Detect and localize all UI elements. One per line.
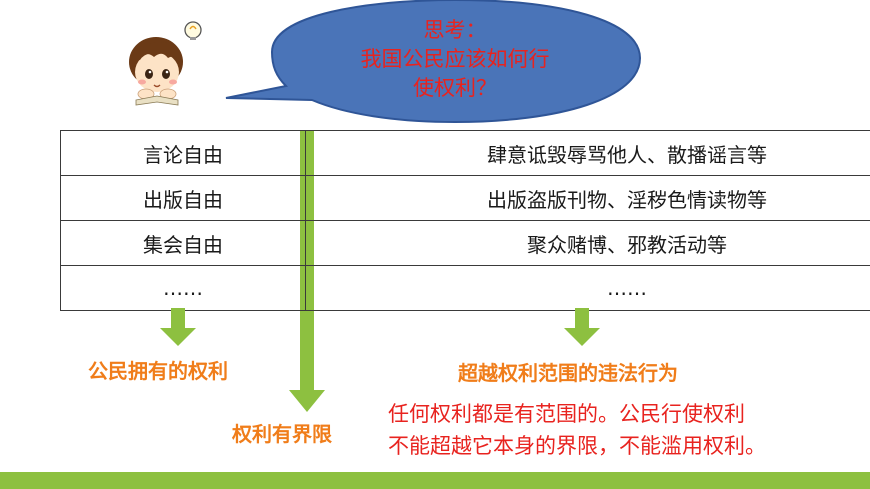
bubble-line-1: 思考： (423, 18, 487, 42)
violation-cell: 肆意诋毁辱骂他人、散播谣言等 (305, 130, 870, 176)
right-cell: 出版自由 (60, 175, 306, 221)
right-cell: 言论自由 (60, 130, 306, 176)
bubble-line-2: 我国公民应该如何行 (360, 47, 550, 71)
conclusion-text: 任何权利都是有范围的。公民行使权利 不能超越它本身的界限，不能滥用权利。 (388, 398, 766, 462)
violation-cell: …… (305, 265, 870, 311)
bubble-question: 思考： 我国公民应该如何行 使权利？ (300, 16, 610, 103)
table-row: 言论自由 肆意诋毁辱骂他人、散播谣言等 (60, 130, 870, 176)
violation-cell: 出版盗版刊物、淫秽色情读物等 (305, 175, 870, 221)
table-row: 集会自由 聚众赌博、邪教活动等 (60, 220, 870, 266)
right-cell: …… (60, 265, 306, 311)
right-cell: 集会自由 (60, 220, 306, 266)
arrow-down-icon (160, 308, 196, 346)
rights-limit-label: 权利有界限 (232, 422, 332, 446)
lightbulb-icon (184, 21, 202, 40)
table-row: …… …… (60, 265, 870, 311)
boy-thinking-icon (129, 21, 202, 106)
arrow-down-icon (289, 390, 325, 412)
bottom-band (0, 472, 870, 489)
conclusion-line-2: 不能超越它本身的界限，不能滥用权利。 (388, 434, 766, 458)
bubble-line-3: 使权利？ (413, 76, 497, 100)
rights-table: 言论自由 肆意诋毁辱骂他人、散播谣言等 出版自由 出版盗版刊物、淫秽色情读物等 … (60, 130, 870, 311)
table-row: 出版自由 出版盗版刊物、淫秽色情读物等 (60, 175, 870, 221)
conclusion-line-1: 任何权利都是有范围的。公民行使权利 (388, 402, 745, 426)
citizen-rights-label: 公民拥有的权利 (88, 359, 228, 383)
arrow-down-icon (564, 308, 600, 346)
illegal-acts-label: 超越权利范围的违法行为 (458, 361, 678, 385)
violation-cell: 聚众赌博、邪教活动等 (305, 220, 870, 266)
